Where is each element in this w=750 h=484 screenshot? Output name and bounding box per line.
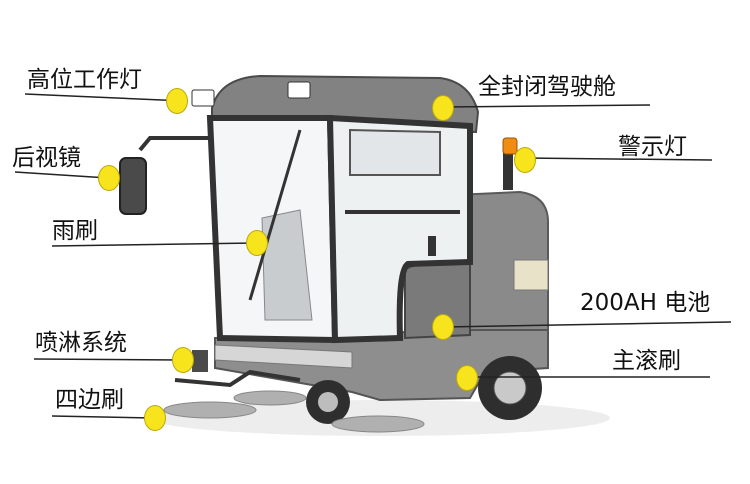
mirror-housing [119,157,147,215]
label-side-brush: 四边刷 [55,387,124,413]
label-mirror: 后视镜 [12,145,81,171]
label-battery: 200AH 电池 [580,290,711,316]
label-wiper: 雨刷 [52,218,98,244]
side-brush-right [331,415,425,433]
work-light-left [191,89,215,107]
mirror-arm [138,136,212,152]
rear-wheel-hub [493,371,527,405]
marker-warning-light [514,147,536,173]
label-cab: 全封闭驾驶舱 [478,74,616,100]
marker-battery [432,314,454,340]
label-spray: 喷淋系统 [35,330,127,356]
marker-wiper [246,230,268,256]
leader-battery [442,321,732,328]
leader-lines [14,93,732,419]
wiper-arm [248,129,302,301]
work-light-right [287,81,311,99]
leader-work-light [24,93,186,102]
seat [261,209,313,321]
brush-arm [174,369,301,388]
rear-tank [453,190,549,337]
leader-mirror [14,171,109,179]
leader-side-brush [51,415,154,419]
marker-cab [432,95,454,121]
label-work-light: 高位工作灯 [27,67,142,93]
door-handle [428,236,436,256]
marker-work-light [166,88,188,114]
door-window [349,128,441,176]
marker-mirror [98,165,120,191]
beacon-post [503,150,513,190]
leader-spray [33,358,182,361]
brand-plate [513,259,549,291]
side-brush-left [163,401,257,419]
marker-side-brush [144,405,166,431]
label-warning-light: 警示灯 [618,134,687,160]
side-brush-center [233,390,307,406]
label-main-brush: 主滚刷 [612,348,681,374]
leader-wiper [51,242,259,247]
marker-spray [172,347,194,373]
front-wheel-hub [318,392,338,412]
beacon-light [502,137,518,155]
spray-nozzle [192,350,208,372]
leader-cab [442,104,651,108]
marker-main-brush [456,365,478,391]
front-bumper [214,344,353,369]
leader-warning-light [523,157,713,161]
